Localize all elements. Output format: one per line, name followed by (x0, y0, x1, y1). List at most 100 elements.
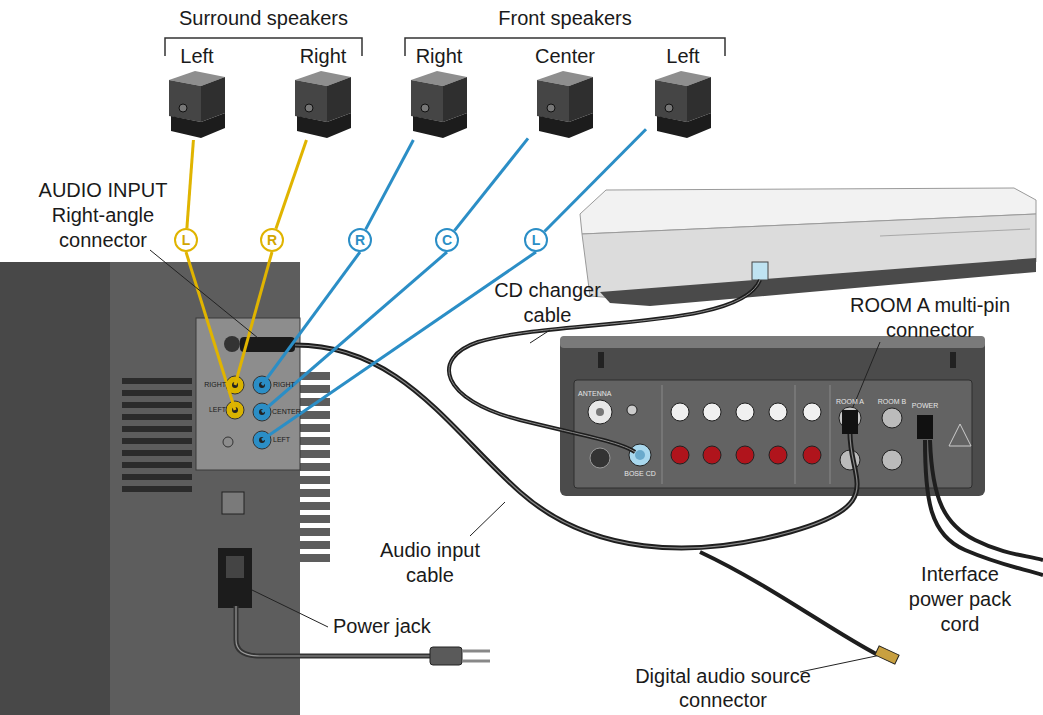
speaker-label: Right (402, 44, 476, 68)
speaker-icon (649, 68, 717, 140)
speaker-terminal (547, 104, 555, 112)
speaker-terminal (305, 104, 313, 112)
bass-module-side (0, 262, 110, 715)
badge-letter: L (526, 230, 546, 250)
bose-cd-jack-center (635, 450, 645, 460)
power-plug (430, 647, 462, 665)
rca-jack (803, 403, 821, 421)
callout-label: Power jack (333, 614, 453, 639)
speaker-icon (531, 68, 599, 140)
panel-symbol (223, 437, 233, 447)
speaker-wire (366, 140, 414, 229)
speaker-front (537, 80, 569, 122)
interface-foot (598, 352, 604, 368)
cd-changer-port (752, 262, 768, 280)
speaker-icon (405, 68, 473, 140)
panel-label: POWER (910, 402, 940, 410)
rca-jack (703, 403, 721, 421)
speaker-terminal (179, 104, 187, 112)
interface-panel (574, 380, 972, 488)
speaker-base (657, 113, 711, 138)
wire-badge: R (348, 228, 372, 252)
callout-label: ROOM A multi-pin connector (835, 293, 1025, 343)
jack-label: RIGHT (273, 381, 300, 389)
speaker-icon (289, 68, 357, 140)
leader-line (470, 502, 505, 536)
speaker-base (413, 113, 467, 138)
badge-letter: L (176, 230, 196, 250)
panel-label: BOSE CD (620, 470, 660, 478)
leader-line (853, 342, 880, 407)
speaker-front (295, 80, 327, 122)
link-jack (590, 448, 610, 468)
speaker-front (169, 80, 201, 122)
callout-label: CD changer cable (485, 278, 610, 328)
speaker-base (539, 113, 593, 138)
speaker-wire (276, 140, 307, 229)
callout-label: Interface power pack cord (902, 562, 1018, 637)
speaker: Left (160, 44, 234, 140)
cooling-fins (300, 372, 330, 562)
rca-jack (736, 446, 754, 464)
rca-jack (769, 446, 787, 464)
speaker-wire (186, 252, 235, 410)
panel-divider (795, 385, 796, 484)
speaker-label: Center (528, 44, 602, 68)
multi-pin-jack (882, 450, 902, 470)
power-socket (917, 415, 933, 439)
bass-module-body (0, 262, 300, 715)
jack-label: LEFT (194, 406, 226, 414)
speaker-wire (262, 252, 360, 385)
speaker-wire (544, 129, 646, 231)
speaker-label: Left (160, 44, 234, 68)
panel-label: ANTENNA (578, 390, 622, 398)
audio-input-cable (295, 345, 857, 548)
speaker-terminal (421, 104, 429, 112)
interface-foot (950, 352, 956, 368)
digital-connector (875, 646, 899, 664)
leader-line (150, 250, 258, 338)
antenna-terminal (627, 405, 637, 415)
power-jack (218, 548, 252, 608)
warning-triangle (949, 424, 971, 446)
jack-label: LEFT (273, 436, 300, 444)
power-pack-cord (930, 440, 1043, 560)
badge-letter: R (262, 230, 282, 250)
wire-badge: L (524, 228, 548, 252)
panel-label: ROOM B (876, 398, 908, 406)
digital-audio-cable (700, 552, 878, 655)
antenna-jack-center (596, 408, 604, 416)
speaker-icon (163, 68, 231, 140)
speaker: Right (402, 44, 476, 140)
power-jack-socket (226, 556, 244, 578)
plug-prong (462, 650, 490, 653)
bose-cd-jack (629, 444, 651, 466)
leader-line (800, 656, 876, 672)
speaker-label: Right (286, 44, 360, 68)
callout-label: Audio input cable (370, 538, 490, 588)
speaker-terminal (665, 104, 673, 112)
speaker-wire (235, 252, 272, 385)
cable-highlight (449, 280, 760, 452)
group-heading: Front speakers (405, 6, 725, 30)
vent-grille (122, 378, 192, 496)
rca-jack (736, 403, 754, 421)
speaker: Center (528, 44, 602, 140)
panel-divider (830, 385, 831, 484)
leader-line (530, 330, 550, 343)
speaker-base (297, 113, 351, 138)
speaker-front (655, 80, 687, 122)
speaker-wire (187, 140, 194, 228)
callout-label: AUDIO INPUT Right-angle connector (28, 178, 178, 253)
leader-line (252, 590, 328, 627)
wire-badge: C (435, 228, 459, 252)
badge-letter: C (437, 230, 457, 250)
rca-jack (769, 403, 787, 421)
cd-changer-cable (449, 280, 760, 452)
interface-body (560, 336, 985, 496)
callout-label: Digital audio source connector (618, 664, 828, 712)
